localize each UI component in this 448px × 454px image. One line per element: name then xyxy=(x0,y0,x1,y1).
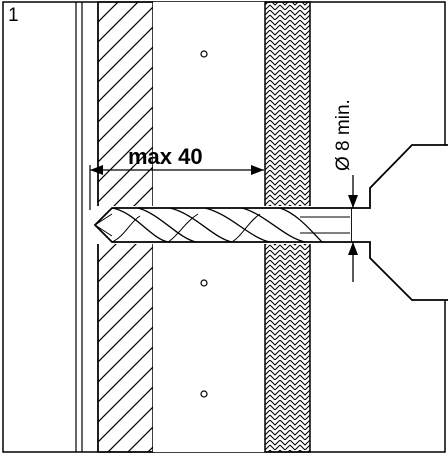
diameter-dimension: Ø 8 min. xyxy=(333,99,362,282)
dot-marker xyxy=(200,50,208,58)
dot-marker xyxy=(200,279,208,287)
step-number: 1 xyxy=(8,5,19,26)
drill-chuck-icon xyxy=(352,144,448,301)
depth-dimension: max 40 xyxy=(89,144,264,210)
diameter-label: Ø 8 min. xyxy=(333,99,354,171)
dot-marker xyxy=(200,390,208,398)
depth-label: max 40 xyxy=(128,144,203,169)
drill-bit-icon xyxy=(93,207,353,243)
